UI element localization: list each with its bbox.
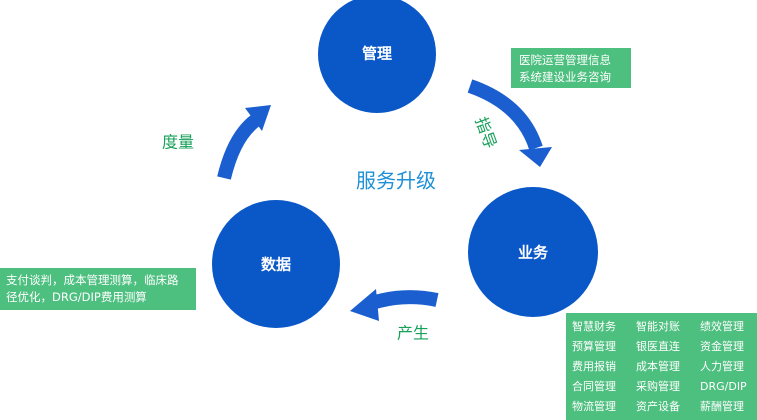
module-item: 银医直连 [636, 340, 680, 353]
module-item: 预算管理 [572, 340, 616, 353]
center-label: 服务升级 [356, 169, 436, 193]
box-consulting-line: 系统建设业务咨询 [519, 70, 611, 84]
module-item: 采购管理 [636, 380, 680, 393]
module-item: 合同管理 [572, 380, 616, 393]
module-item: 绩效管理 [700, 320, 744, 333]
box-consulting-line: 医院运营管理信息 [519, 53, 611, 67]
box-business-modules: 智慧财务 智能对账 绩效管理 预算管理 银医直连 资金管理 费用报销 成本管理 … [566, 313, 757, 420]
module-item: 资产设备 [636, 400, 680, 413]
edge-guide-label: 指导 [472, 114, 501, 151]
module-item: 人力管理 [700, 360, 744, 373]
arrow-guide-head [519, 147, 552, 167]
node-business [468, 187, 598, 317]
edge-measure-label: 度量 [162, 133, 194, 152]
module-item: 智能对账 [636, 320, 680, 333]
arrow-measure-head [245, 105, 271, 131]
arrow-produce-head [350, 289, 379, 321]
arrow-produce-shaft [369, 290, 439, 310]
edge-produce-label: 产生 [397, 324, 429, 343]
module-item: 薪酬管理 [700, 400, 744, 413]
module-item: 物流管理 [572, 400, 616, 413]
arrow-guide-shaft [467, 79, 543, 151]
node-management [318, 0, 436, 113]
node-management-label: 管理 [362, 45, 392, 63]
node-business-label: 业务 [518, 244, 549, 262]
module-item: 资金管理 [700, 340, 744, 353]
box-data-line: 径优化，DRG/DIP费用测算 [6, 290, 147, 304]
module-item: DRG/DIP [700, 380, 747, 393]
arrow-measure-shaft [217, 114, 261, 180]
module-item: 成本管理 [636, 360, 680, 373]
node-data [212, 200, 340, 328]
box-consulting: 医院运营管理信息 系统建设业务咨询 [511, 48, 631, 88]
module-item: 费用报销 [572, 360, 616, 373]
box-data-line: 支付谈判，成本管理测算，临床路 [6, 273, 179, 287]
module-item: 智慧财务 [572, 320, 616, 333]
node-data-label: 数据 [261, 256, 291, 274]
box-data-applications: 支付谈判，成本管理测算，临床路 径优化，DRG/DIP费用测算 [0, 268, 196, 310]
